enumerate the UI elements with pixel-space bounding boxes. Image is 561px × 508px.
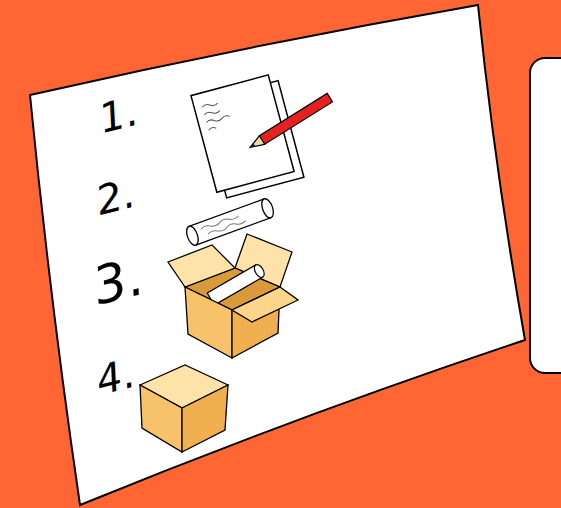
papers-icon (191, 73, 304, 200)
open-box-icon (168, 234, 298, 358)
step-number: 4. (92, 353, 139, 401)
step-number: 3. (88, 250, 149, 312)
step-number: 2. (92, 173, 139, 221)
closed-box-icon (140, 365, 228, 452)
paper-sheet (30, 5, 525, 505)
pencil-icon (247, 93, 332, 151)
step-number: 1. (95, 91, 142, 139)
side-panel (530, 58, 561, 373)
